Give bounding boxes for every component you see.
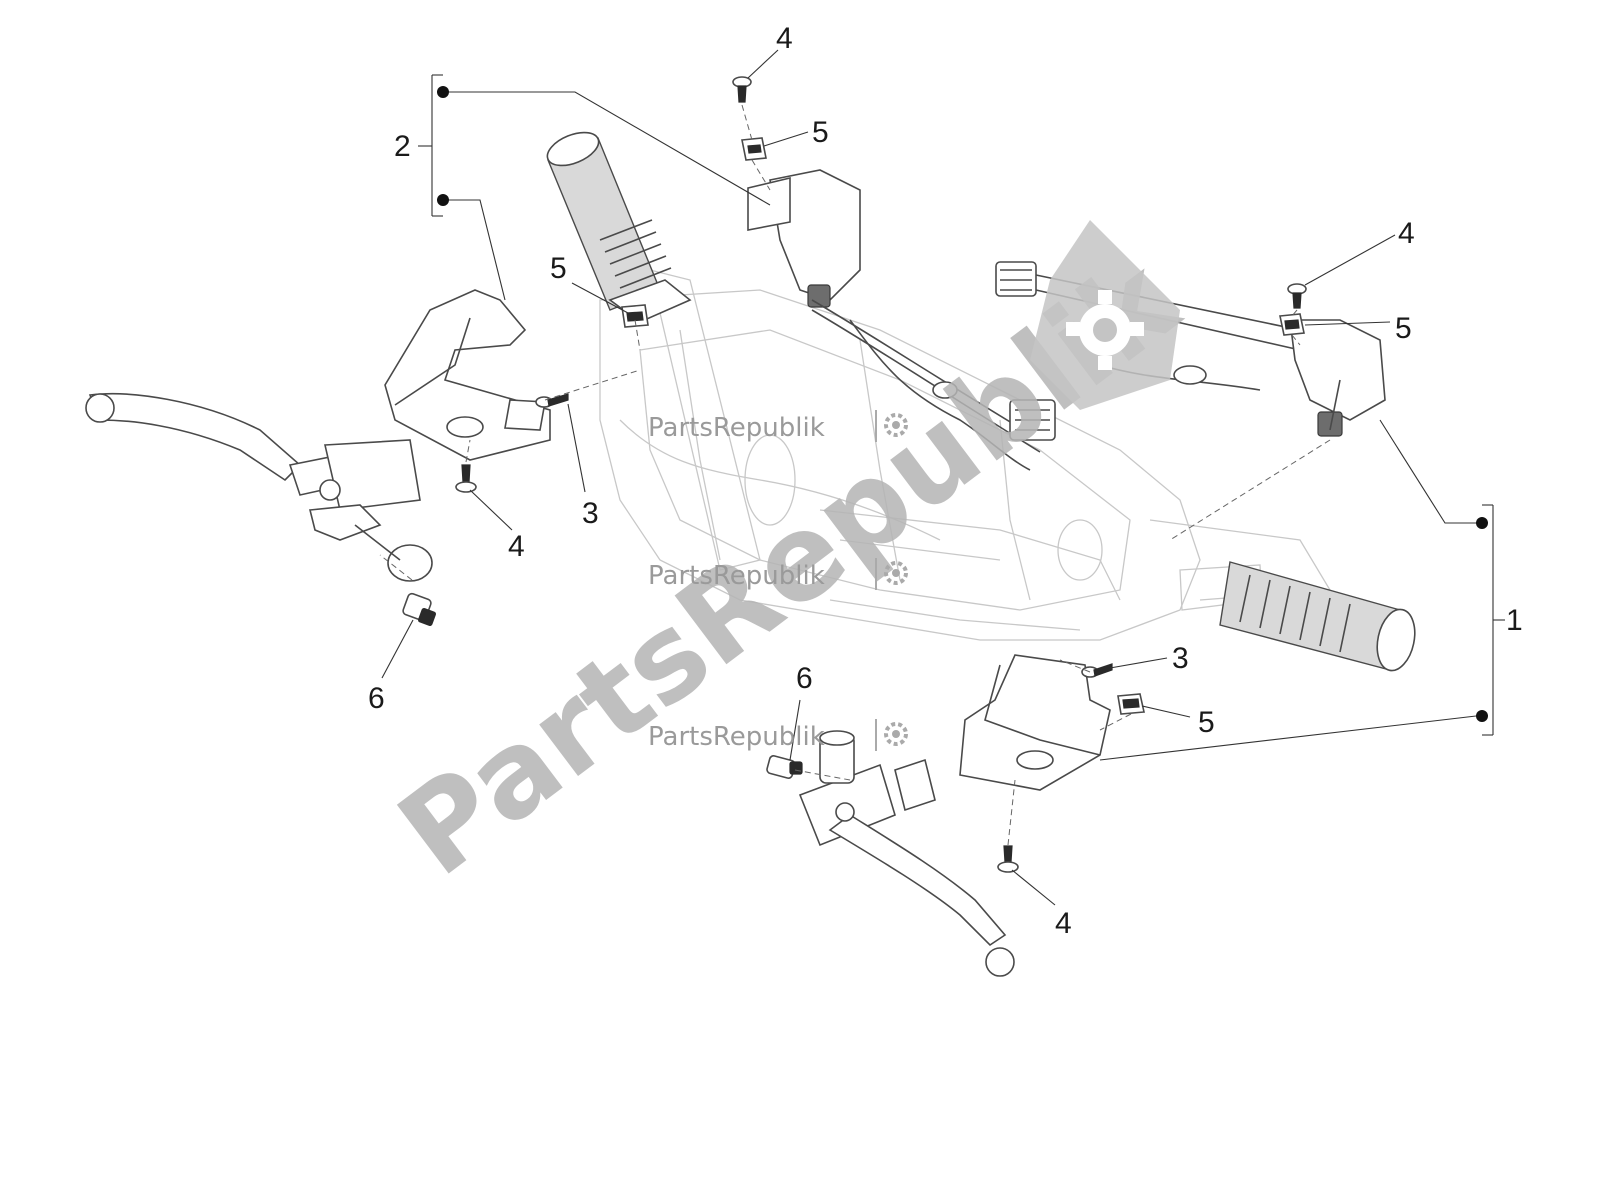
callout-3-left: 3 [582, 497, 599, 530]
stop-light-switch-left [402, 592, 437, 627]
watermark-small-text: PartsRepublik [648, 722, 825, 752]
assembly-lines [379, 104, 1331, 846]
screw-4-right [1287, 283, 1307, 309]
leader-lines [381, 49, 1505, 906]
callout-4-right: 4 [1398, 217, 1415, 250]
left-switch-assembly [747, 169, 1056, 471]
left-brake-lever [85, 392, 433, 582]
gear-icon [884, 722, 908, 746]
watermark-small-text: PartsRepublik [648, 561, 825, 591]
watermark-row-2: PartsRepublik [648, 558, 908, 591]
clip-5-left [621, 304, 649, 328]
right-brake-lever [798, 730, 1015, 977]
clip-5-right [1279, 313, 1305, 336]
callout-5-right: 5 [1395, 312, 1412, 345]
gear-icon [884, 413, 908, 437]
screw-3-left [535, 393, 569, 408]
callout-6-right: 6 [796, 662, 813, 695]
right-grip [1179, 561, 1416, 672]
clip-5-top [741, 137, 767, 161]
stop-light-switch-right [766, 755, 803, 779]
right-cover [959, 654, 1111, 791]
callout-1: 1 [1506, 604, 1523, 637]
callout-4-left: 4 [508, 530, 525, 563]
callout-2: 2 [394, 130, 411, 163]
callout-3-right: 3 [1172, 642, 1189, 675]
callout-4-bottom: 4 [1055, 907, 1072, 940]
screw-4-top [732, 76, 752, 103]
callout-6-left: 6 [368, 682, 385, 715]
callout-labels: 1 2 3 3 4 4 4 4 5 5 5 5 6 6 [368, 22, 1523, 940]
gear-logo-icon [1030, 220, 1180, 410]
screw-4-left [455, 464, 477, 493]
callout-5-bottom: 5 [1198, 706, 1215, 739]
gear-icon [884, 561, 908, 585]
screw-4-bottom [997, 845, 1019, 873]
watermark-row-1: PartsRepublik [648, 410, 908, 443]
left-cover [384, 289, 551, 461]
callout-5-top: 5 [812, 116, 829, 149]
callout-4-top: 4 [776, 22, 793, 55]
clip-5-bottom [1117, 693, 1145, 715]
callout-5-left: 5 [550, 252, 567, 285]
watermark-row-3: PartsRepublik [648, 719, 908, 752]
watermark-small-text: PartsRepublik [648, 413, 825, 443]
